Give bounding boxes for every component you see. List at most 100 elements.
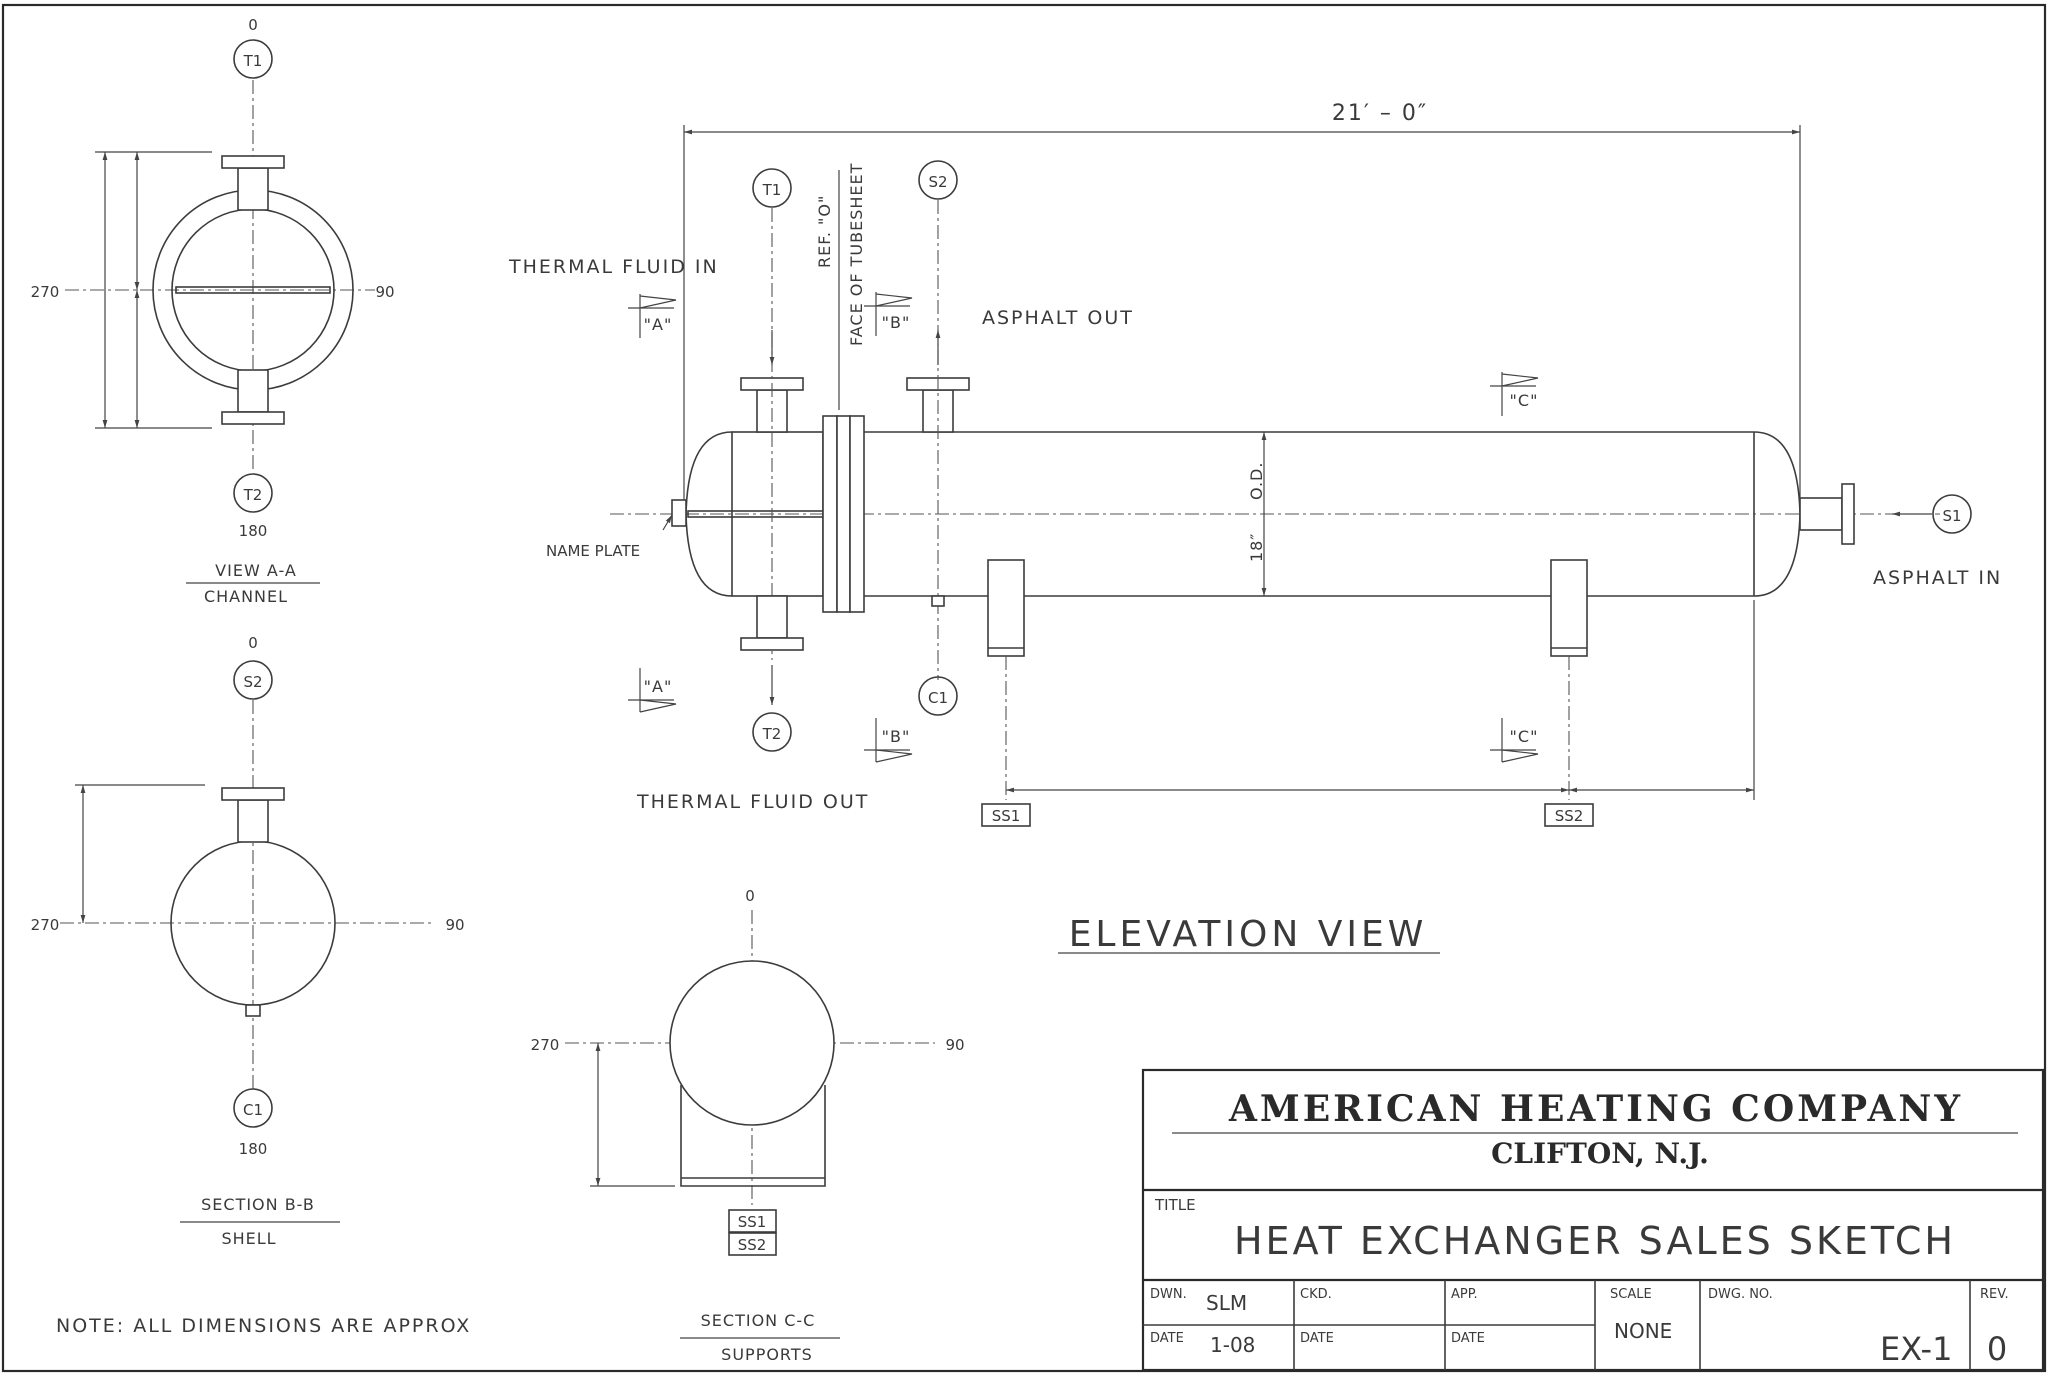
tag-box-ss1 (728, 1209, 777, 1233)
elevation-view: 21′ – 0″ NAME PLATE REF. "O" FACE OF TUB… (508, 101, 2002, 955)
t2-nozzle-neck (756, 595, 788, 639)
nozzle-s2-label: S2 (243, 673, 262, 691)
section-mark-c: "C" (1510, 727, 1539, 746)
section-mark-b: "B" (882, 727, 911, 746)
support-ss2 (1550, 559, 1588, 657)
date-value: 1-08 (1210, 1333, 1255, 1357)
section-marker-a-top: "A" (628, 294, 677, 338)
angle-90-label: 90 (945, 1036, 964, 1054)
angle-0-label: 0 (248, 634, 258, 652)
name-plate-label: NAME PLATE (546, 542, 640, 560)
ckd-date-label: DATE (1300, 1331, 1334, 1346)
angle-90-label: 90 (375, 283, 394, 301)
dwg-no-value: EX-1 (1880, 1330, 1952, 1368)
section-c-title: SECTION C-C (701, 1311, 816, 1330)
s1-flange (1841, 483, 1855, 545)
angle-0-label: 0 (745, 887, 755, 905)
app-date-label: DATE (1451, 1331, 1485, 1346)
date-label: DATE (1150, 1331, 1184, 1346)
elevation-view-title: ELEVATION VIEW (1069, 914, 1428, 955)
nozzle-s2-label: S2 (928, 173, 947, 191)
top-nozzle-neck (237, 167, 269, 211)
top-flange (221, 155, 285, 169)
angle-0-label: 0 (248, 16, 258, 34)
t2-flange (740, 637, 804, 651)
ckd-label: CKD. (1300, 1287, 1332, 1302)
view-a-title: VIEW A-A (215, 561, 297, 580)
section-mark-a: "A" (644, 315, 673, 334)
section-b-subtitle: SHELL (221, 1229, 276, 1248)
section-marker-a-bottom: "A" (628, 668, 677, 713)
c1-coupling (245, 1004, 261, 1017)
angle-270-label: 270 (31, 916, 60, 934)
s2-nozzle-neck (237, 799, 269, 843)
nozzle-bubble-s1 (1932, 494, 1972, 534)
support-ss2-label: SS2 (1555, 807, 1584, 825)
channel-flange (822, 415, 838, 613)
s1-nozzle-neck (1799, 497, 1843, 531)
support-ss1 (987, 559, 1025, 657)
section-b-b-shell: 0 S2 270 90 C1 180 SECTION B-B SHELL (31, 634, 465, 1248)
nozzle-c1-label: C1 (928, 689, 948, 707)
nozzle-bubble-c1 (233, 1088, 273, 1128)
nozzle-bubble-t2 (752, 712, 792, 752)
section-marker-c-top: "C" (1490, 372, 1539, 416)
section-mark-b: "B" (882, 313, 911, 332)
overall-length-label: 21′ – 0″ (1332, 101, 1428, 126)
dwn-value: SLM (1206, 1291, 1247, 1315)
nozzle-bubble-t1 (752, 168, 792, 208)
app-label: APP. (1451, 1287, 1478, 1302)
title-block: AMERICAN HEATING COMPANY CLIFTON, N.J. T… (1141, 1068, 2045, 1372)
section-c-c-supports: 0 270 90 SS1 SS2 SECTION C-C SUPPORTS (531, 887, 965, 1364)
rev-label: REV. (1980, 1287, 2009, 1302)
section-b-title: SECTION B-B (201, 1195, 315, 1214)
company-location: CLIFTON, N.J. (1491, 1137, 1709, 1170)
thermal-fluid-out-label: THERMAL FLUID OUT (636, 791, 869, 813)
dwg-no-label: DWG. NO. (1708, 1287, 1773, 1302)
support-ss1-label: SS1 (992, 807, 1021, 825)
nozzle-t2-label: T2 (243, 486, 263, 504)
pass-partition (175, 286, 331, 294)
general-note: NOTE: ALL DIMENSIONS ARE APPROX (56, 1315, 471, 1337)
dwn-label: DWN. (1150, 1287, 1187, 1302)
scale-label: SCALE (1610, 1287, 1652, 1302)
drawing-title: HEAT EXCHANGER SALES SKETCH (1234, 1219, 1956, 1263)
asphalt-in-label: ASPHALT IN (1873, 567, 2002, 589)
s2-flange (221, 787, 285, 801)
view-a-a-channel: 0 T1 270 90 T2 180 VIEW A-A CHANNEL (31, 16, 395, 606)
angle-90-label: 90 (445, 916, 464, 934)
section-c-subtitle: SUPPORTS (721, 1345, 813, 1364)
tubesheet-face-label: FACE OF TUBESHEET (847, 163, 866, 346)
support-ss1-label: SS1 (738, 1213, 767, 1231)
section-marker-b-bottom: "B" (864, 718, 913, 763)
bottom-nozzle-neck (237, 369, 269, 413)
name-plate-bracket (671, 499, 687, 527)
company-name: AMERICAN HEATING COMPANY (1228, 1088, 1963, 1130)
diameter-value: 18″ (1247, 533, 1266, 562)
rev-value: 0 (1987, 1330, 2007, 1368)
section-mark-c: "C" (1510, 391, 1539, 410)
angle-270-label: 270 (31, 283, 60, 301)
nozzle-t1-label: T1 (762, 181, 782, 199)
saddle-support (680, 1085, 826, 1187)
section-marker-c-bottom: "C" (1490, 718, 1539, 763)
nozzle-s1-label: S1 (1942, 507, 1961, 525)
nozzle-bubble-t2 (233, 473, 273, 513)
view-a-subtitle: CHANNEL (204, 587, 288, 606)
nozzle-bubble-s2 (233, 660, 273, 700)
scale-value: NONE (1614, 1319, 1672, 1343)
sheet-border (1, 3, 2047, 1373)
shell-circle (669, 960, 835, 1126)
nozzle-bubble-s2 (918, 160, 958, 200)
nozzle-bubble-c1 (918, 676, 958, 716)
section-marker-b-top: "B" (864, 292, 913, 336)
thermal-fluid-in-label: THERMAL FLUID IN (508, 256, 719, 278)
nozzle-t2-label: T2 (762, 725, 782, 743)
diameter-label: O.D. (1247, 462, 1266, 500)
shell-flange (849, 415, 865, 613)
bottom-flange (221, 411, 285, 425)
nozzle-t1-label: T1 (243, 52, 263, 70)
c1-coupling (931, 595, 945, 607)
